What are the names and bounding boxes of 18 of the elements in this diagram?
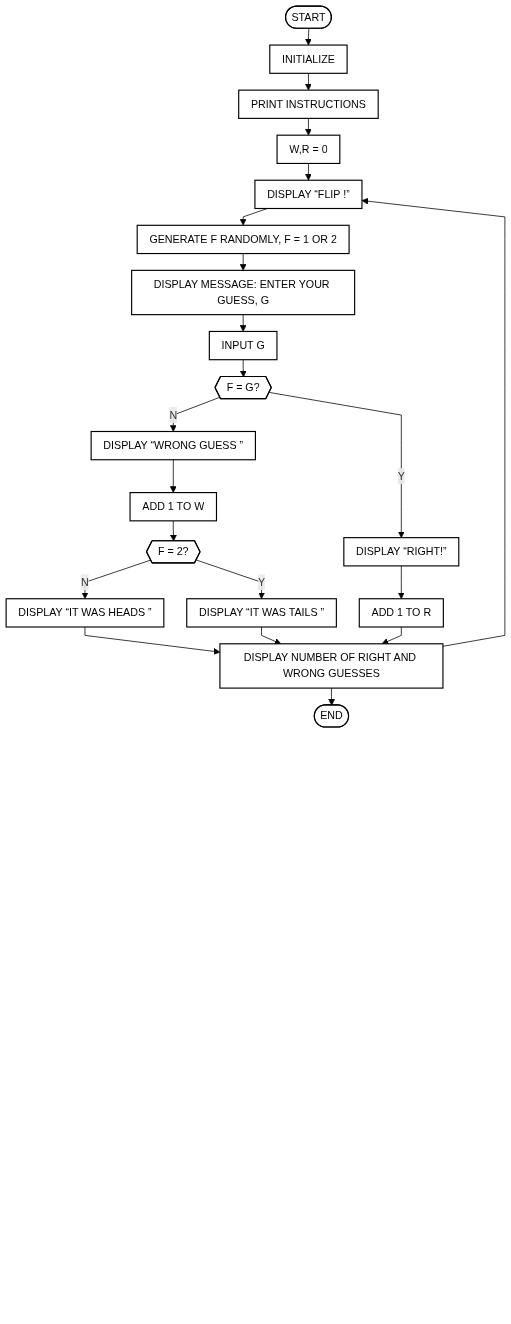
node-box: GENERATE F RANDOMLY, F = 1 OR 2: [136, 224, 350, 255]
node-box: DISPLAY NUMBER OF RIGHT AND WRONG GUESSES: [219, 643, 444, 689]
node-box: ADD 1 TO W: [129, 492, 218, 522]
node-box: DISPLAY “IT WAS TAILS ”: [186, 598, 337, 628]
node-box: DISPLAY “IT WAS HEADS ”: [5, 598, 165, 628]
node-box: DISPLAY MESSAGE: ENTER YOUR GUESS, G: [131, 269, 356, 316]
node-box: DISPLAY “WRONG GUESS ”: [90, 430, 256, 461]
edge-label: Y: [257, 575, 266, 589]
node-box: INITIALIZE: [269, 44, 348, 74]
edge-label: N: [81, 575, 89, 589]
node-box: DISPLAY “RIGHT!”: [343, 537, 460, 567]
node-box: ADD 1 TO R: [358, 598, 444, 628]
edge-label: Y: [397, 469, 405, 482]
node-box: PRINT INSTRUCTIONS: [238, 89, 379, 119]
node-box: DISPLAY “FLIP !”: [254, 179, 363, 210]
node-box: INPUT G: [208, 330, 278, 361]
edge-label: N: [169, 408, 178, 421]
node-box: W,R = 0: [276, 134, 341, 164]
